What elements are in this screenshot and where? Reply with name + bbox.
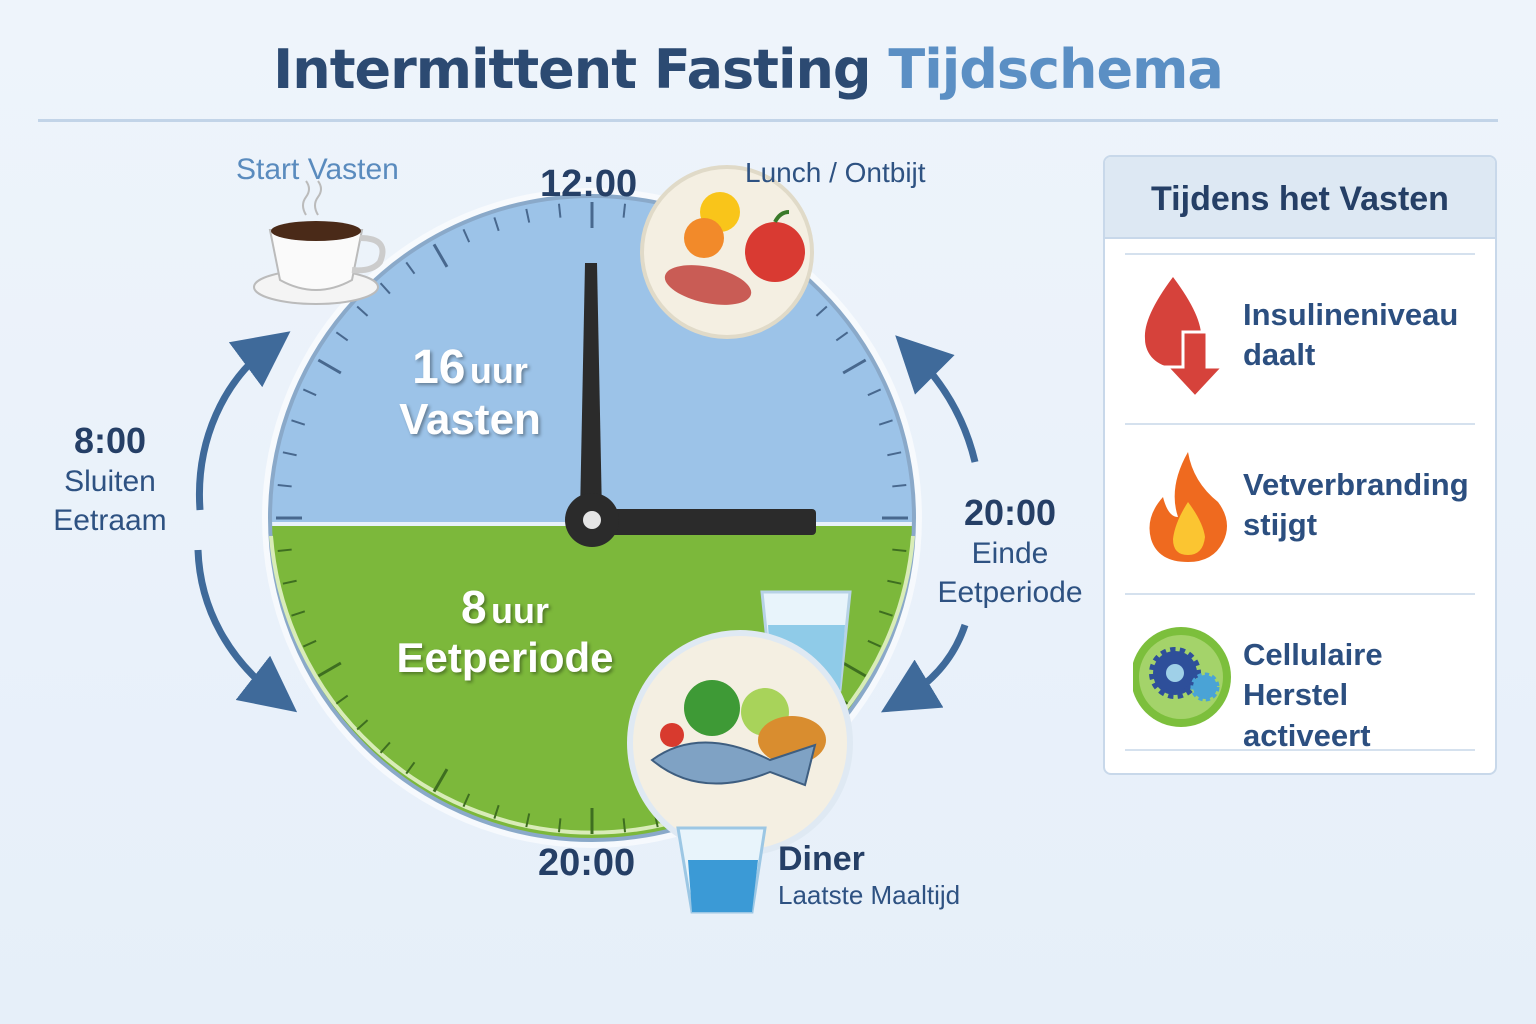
- top-time: 12:00: [540, 163, 638, 205]
- effect-item: Vetverbranding stijgt: [1125, 423, 1475, 593]
- clock-rim: [268, 194, 916, 842]
- right-line1: Einde: [971, 537, 1049, 570]
- fasting-label: 16 uur Vasten: [370, 340, 570, 445]
- clock-tick: [317, 661, 342, 678]
- clock-tick: [525, 813, 531, 828]
- lunch-label: Lunch / Ontbijt: [745, 157, 926, 188]
- title-divider: [38, 119, 1498, 122]
- clock-tick: [302, 388, 317, 397]
- blood-drop-down-icon: [1144, 277, 1227, 397]
- effect-line2: activeert: [1243, 717, 1371, 753]
- coffee-cup-icon: [253, 180, 386, 305]
- clock-tick: [277, 548, 292, 553]
- right-up-arrow: [895, 335, 979, 463]
- gears-icon: [1133, 627, 1231, 727]
- panel-title: Tijdens het Vasten: [1105, 157, 1495, 239]
- clock-tick: [878, 419, 893, 426]
- effect-line1: Cellulaire Herstel: [1243, 637, 1383, 713]
- eating-hours: 8: [460, 581, 487, 633]
- clock-tick: [525, 208, 531, 223]
- fasting-clock: [194, 165, 979, 914]
- dinner-subtitle: Laatste Maaltijd: [778, 880, 961, 910]
- effect-line1: Insulineniveau: [1243, 297, 1459, 332]
- title-accent: Tijdschema: [888, 38, 1223, 101]
- flame-icon: [1149, 452, 1227, 562]
- left-up-arrow: [195, 331, 291, 511]
- effect-line1: Vetverbranding: [1243, 467, 1469, 502]
- right-label: 20:00 Einde Eetperiode: [935, 492, 1085, 612]
- clock-tick: [557, 818, 562, 833]
- clock-tick: [335, 331, 349, 342]
- clock-tick: [432, 243, 449, 268]
- clock-tick: [462, 793, 471, 808]
- fasting-unit: uur: [469, 350, 528, 391]
- clock-tick: [842, 661, 867, 678]
- clock-tick: [335, 694, 349, 705]
- clock-tick: [282, 579, 297, 585]
- left-time: 8:00: [73, 420, 147, 461]
- clock-tick: [405, 261, 416, 275]
- clock-tick: [887, 451, 902, 457]
- eating-text: Eetperiode: [396, 634, 614, 681]
- clock-tick: [462, 228, 471, 243]
- effect-item: Cellulaire Herstel activeert: [1125, 593, 1475, 763]
- fasting-hours: 16: [412, 341, 466, 394]
- effect-line2: daalt: [1243, 337, 1316, 373]
- clock-tick: [291, 610, 306, 617]
- dinner-plate-icon: [627, 630, 853, 856]
- bottom-time: 20:00: [538, 842, 636, 884]
- clock-tick: [291, 419, 306, 426]
- hour-hand: [592, 509, 816, 535]
- clock-tick: [277, 483, 292, 488]
- water-glass-icon: [676, 826, 767, 914]
- panel-divider: [1125, 749, 1475, 751]
- left-line2: Eetraam: [53, 504, 167, 537]
- right-down-arrow: [880, 623, 969, 713]
- clock-tick: [892, 548, 907, 553]
- clock-tick: [835, 331, 849, 342]
- clock-tick: [493, 804, 500, 819]
- effect-item: Insulineniveau daalt: [1125, 253, 1475, 423]
- clock-tick: [867, 388, 882, 397]
- minute-hand: [580, 263, 602, 515]
- start-fasting-label: Start Vasten: [236, 153, 399, 186]
- clock-tick: [405, 761, 416, 775]
- fasting-effects-panel: Tijdens het Vasten Insulineniveau daalt V…: [1103, 155, 1497, 775]
- clock-tick: [622, 818, 627, 833]
- clock-tick: [622, 203, 627, 218]
- left-label: 8:00 Sluiten Eetraam: [40, 420, 180, 540]
- clock-tick: [867, 639, 882, 648]
- clock-tick: [842, 358, 867, 375]
- right-line2: Eetperiode: [937, 576, 1083, 609]
- dinner-label: Diner Laatste Maaltijd: [778, 840, 960, 913]
- clock-tick: [493, 217, 500, 232]
- clock-tick: [892, 483, 907, 488]
- breakfast-plate-icon: [640, 165, 814, 339]
- clock-tick: [432, 768, 449, 793]
- left-line1: Sluiten: [64, 465, 156, 498]
- effect-line2: stijgt: [1243, 507, 1318, 543]
- clock-tick: [379, 282, 391, 295]
- right-time: 20:00: [963, 492, 1057, 533]
- clock-tick: [302, 639, 317, 648]
- eating-unit: uur: [491, 590, 550, 631]
- eating-label: 8 uur Eetperiode: [380, 580, 630, 682]
- clock-tick: [815, 305, 828, 317]
- clock-tick: [282, 451, 297, 457]
- page-title: Intermittent Fasting Tijdschema: [0, 38, 1496, 101]
- clock-tick: [379, 741, 391, 754]
- left-down-arrow: [194, 549, 298, 713]
- clock-tick: [557, 203, 562, 218]
- clock-tick: [887, 579, 902, 585]
- clock-tick: [317, 358, 342, 375]
- title-main: Intermittent Fasting: [273, 38, 871, 101]
- clock-tick: [356, 719, 369, 731]
- clock-pin: [583, 511, 601, 529]
- clock-tick: [356, 305, 369, 317]
- dinner-title: Diner: [778, 840, 865, 878]
- clock-tick: [878, 610, 893, 617]
- fasting-text: Vasten: [399, 395, 541, 444]
